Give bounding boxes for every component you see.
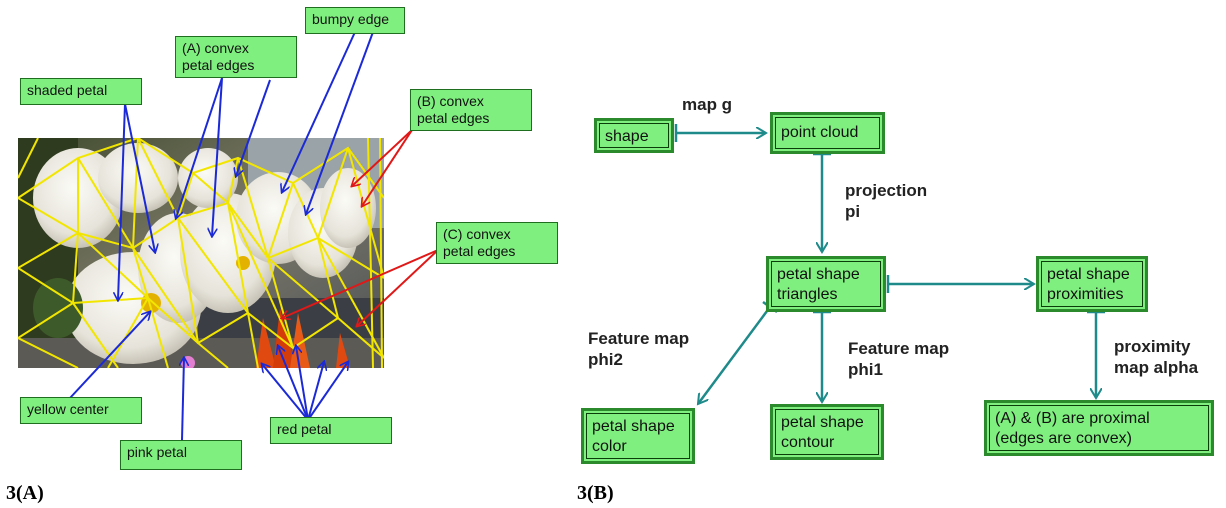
callout-a-convex-edges: (A) convex petal edges bbox=[175, 36, 297, 78]
callout-red-petal: red petal bbox=[270, 417, 392, 444]
node-shape: shape bbox=[594, 118, 674, 153]
edge-label-map-g: map g bbox=[682, 95, 733, 114]
node-petal-shape-contour: petal shape contour bbox=[770, 404, 884, 460]
node-petal-shape-color: petal shape color bbox=[581, 408, 695, 464]
edge-label-feature-map-phi2: Feature map phi2 bbox=[588, 329, 690, 369]
node-petal-shape-proximities: petal shape proximities bbox=[1036, 256, 1148, 312]
edge-label-projection-pi: projection pi bbox=[845, 181, 928, 221]
node-petal-shape-triangles: petal shape triangles bbox=[766, 256, 886, 312]
edge-label-feature-map-phi1: Feature map phi1 bbox=[848, 339, 950, 379]
figure-label-3b: 3(B) bbox=[577, 482, 614, 504]
callout-shaded-petal: shaded petal bbox=[20, 78, 142, 105]
callout-pink-petal: pink petal bbox=[120, 440, 242, 470]
orchid-photo bbox=[18, 138, 384, 368]
callout-c-convex-edges: (C) convex petal edges bbox=[436, 222, 558, 264]
node-point-cloud: point cloud bbox=[770, 112, 885, 154]
triangulation-mesh bbox=[18, 138, 384, 368]
orchid-photo-svg bbox=[18, 138, 384, 368]
node-a-b-proximal: (A) & (B) are proximal (edges are convex… bbox=[984, 400, 1214, 456]
figure-label-3a: 3(A) bbox=[6, 482, 44, 504]
callout-yellow-center: yellow center bbox=[20, 397, 142, 424]
callout-bumpy-edge: bumpy edge bbox=[305, 7, 405, 34]
edge-label-proximity-map-alpha: proximity map alpha bbox=[1114, 337, 1199, 377]
callout-b-convex-edges: (B) convex petal edges bbox=[410, 89, 532, 131]
